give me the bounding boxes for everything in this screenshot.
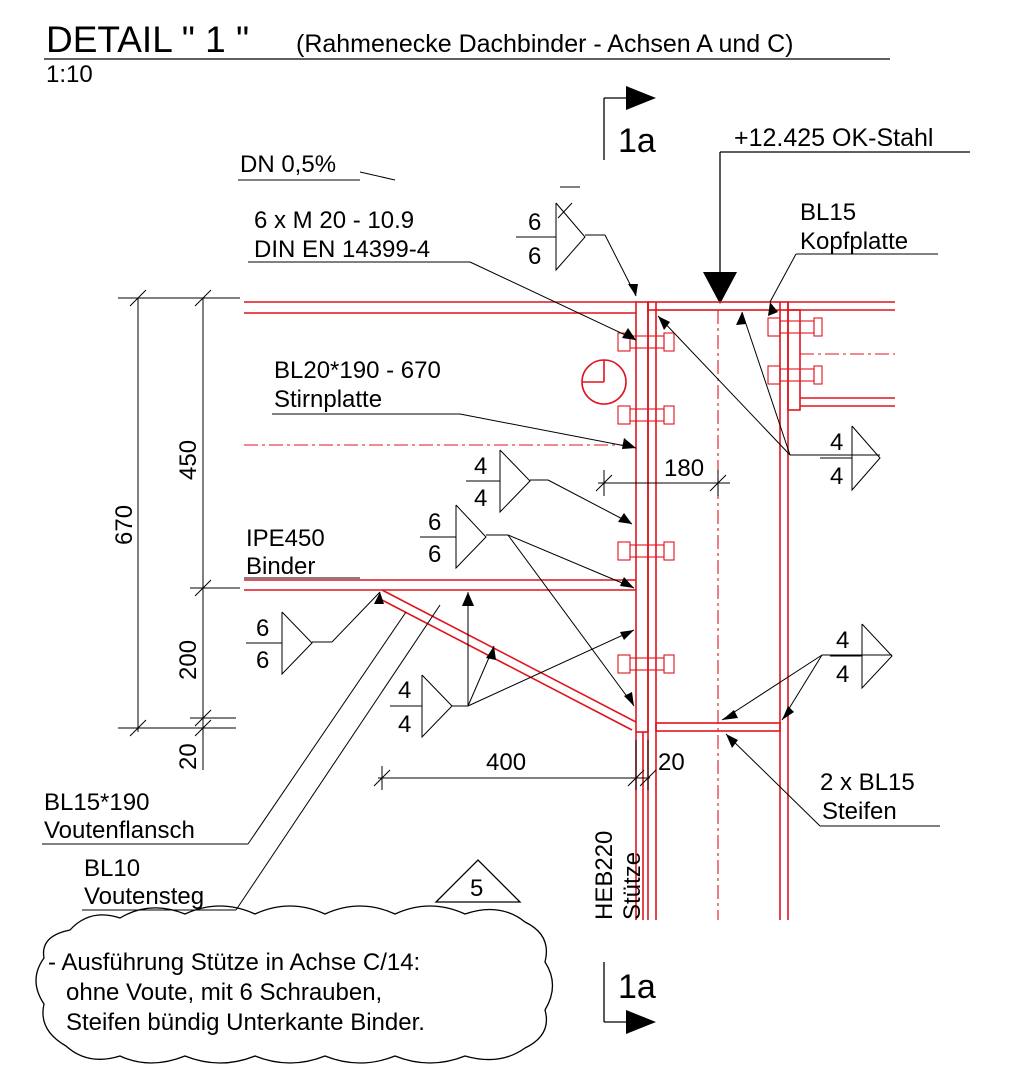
dim-total-height: 670 (111, 505, 138, 545)
weld-right-top-upper: 4 (830, 429, 843, 456)
revision-triangle: 5 (434, 859, 522, 903)
dim-lower: 200 (175, 640, 202, 680)
note-line3: Steifen bündig Unterkante Binder. (66, 1009, 425, 1036)
beam-label-line2: Binder (246, 553, 315, 580)
dim-bolt-spacing: 180 (664, 455, 704, 482)
column-label-line1: HEB220 (591, 831, 618, 920)
stiffeners-label-line2: Steifen (822, 798, 897, 825)
haunch-flange-label-line2: Voutenflansch (44, 817, 195, 844)
beam-label-line1: IPE450 (246, 525, 325, 552)
weld-right-bot-upper: 4 (836, 627, 849, 654)
haunch-flange-label-line1: BL15*190 (44, 789, 149, 816)
weld-symbol-left: 6 6 (246, 611, 313, 676)
weld-right-bot-lower: 4 (836, 661, 849, 688)
detail-title: DETAIL " 1 " (46, 19, 249, 60)
weld-top-upper: 6 (528, 209, 541, 236)
dim-plate-offset: 20 (658, 749, 685, 776)
weld-mid2-lower: 6 (428, 541, 441, 568)
dim-upper: 450 (175, 440, 202, 480)
stiffeners-label-line1: 2 x BL15 (820, 769, 915, 796)
revision-number: 5 (470, 875, 483, 902)
weld-mid2-upper: 6 (428, 509, 441, 536)
bolts-label-line2: DIN EN 14399-4 (254, 236, 430, 263)
note-line1: - Ausführung Stütze in Achse C/14: (48, 949, 420, 976)
level-label: +12.425 OK-Stahl (734, 124, 933, 152)
section-marker-bottom: 1a (603, 962, 656, 1034)
dim-haunch-length: 400 (486, 749, 526, 776)
endplate-label-line2: Stirnplatte (274, 386, 382, 413)
headplate-label-line2: Kopfplatte (800, 228, 908, 255)
bolts-label-line1: 6 x M 20 - 10.9 (254, 207, 414, 234)
weld-right-top-lower: 4 (830, 463, 843, 490)
weld-bot-upper: 4 (398, 677, 411, 704)
weld-symbol-right-bottom: 4 4 (830, 623, 893, 690)
weld-mid1-lower: 4 (474, 485, 487, 512)
section-label-top: 1a (618, 122, 656, 160)
weld-symbol-top: 6 6 (516, 186, 586, 272)
level-marker: +12.425 OK-Stahl (703, 124, 970, 304)
weld-mid1-upper: 4 (474, 453, 487, 480)
weld-symbol-right-top: 4 4 (820, 425, 881, 492)
slope-label: DN 0,5% (240, 151, 336, 178)
weld-symbol-bottom: 4 4 (390, 674, 453, 739)
weld-bot-lower: 4 (398, 711, 411, 738)
dimension-lines (118, 289, 730, 790)
detail-subtitle: (Rahmenecke Dachbinder - Achsen A und C) (296, 30, 794, 58)
dim-gap: 20 (175, 743, 202, 770)
detail-scale: 1:10 (46, 61, 93, 88)
section-marker-top: 1a (603, 86, 656, 160)
weld-left-upper: 6 (256, 615, 269, 642)
weld-symbol-mid1: 4 4 (466, 449, 531, 514)
haunch-web-label-line2: Voutensteg (84, 883, 204, 910)
haunch-web-label-line1: BL10 (84, 855, 140, 882)
endplate-label-line1: BL20*190 - 670 (274, 357, 441, 384)
section-label-bottom: 1a (618, 968, 656, 1006)
weld-symbol-mid2: 6 6 (420, 504, 487, 570)
arrowheads (374, 284, 794, 748)
note-line2: ohne Voute, mit 6 Schrauben, (66, 979, 382, 1006)
leader-lines (42, 234, 940, 911)
weld-top-lower: 6 (528, 243, 541, 270)
weld-left-lower: 6 (256, 647, 269, 674)
headplate-label-line1: BL15 (800, 199, 856, 226)
slope-label-group: DN 0,5% (238, 151, 396, 181)
steel-geometry (244, 301, 895, 920)
note-cloud: - Ausführung Stütze in Achse C/14: ohne … (35, 905, 554, 1064)
column-label-line2: Stütze (619, 852, 646, 920)
